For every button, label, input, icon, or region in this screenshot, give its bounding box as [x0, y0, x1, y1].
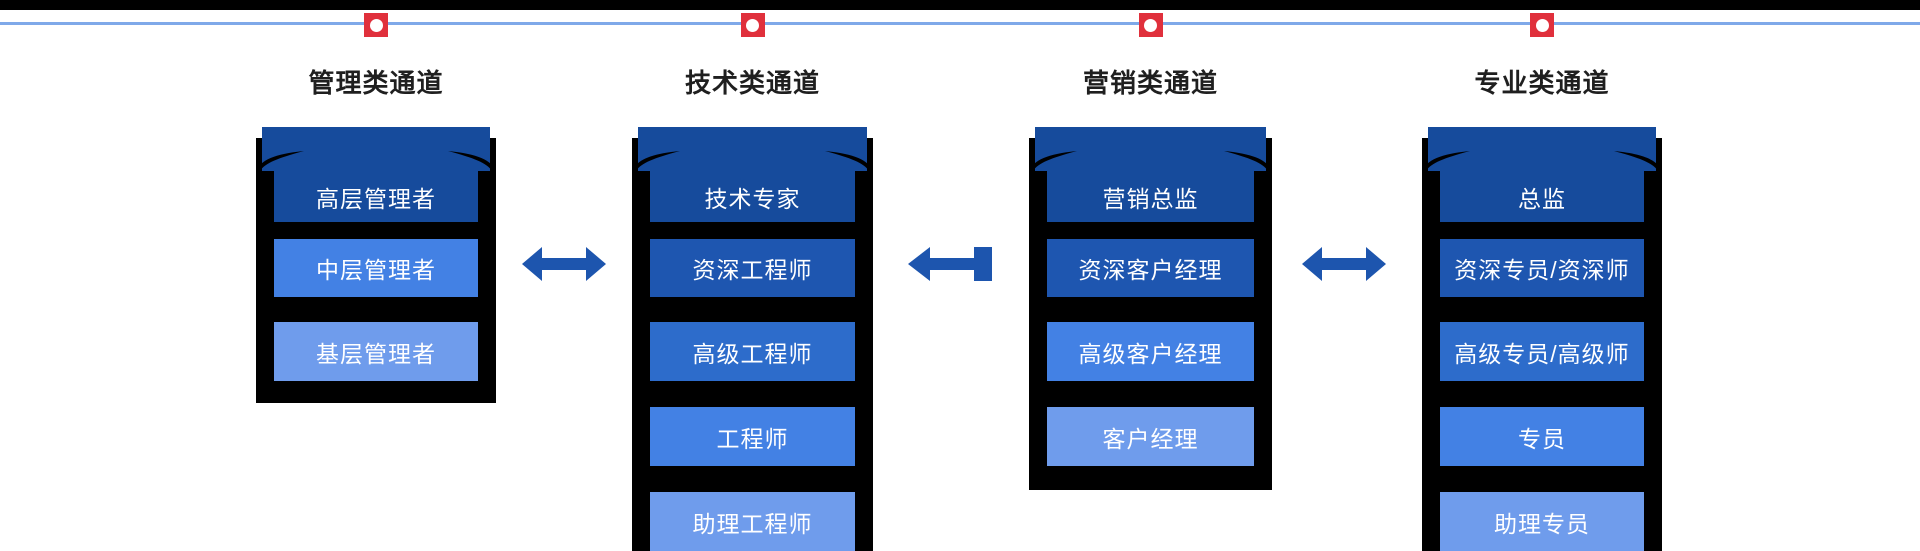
level-box-professional-1: 总监: [1440, 171, 1644, 222]
level-box-technical-3: 高级工程师: [650, 322, 855, 381]
career-channel-column-professional: 总监资深专员/资深师高级专员/高级师专员助理专员: [1422, 127, 1662, 551]
level-box-professional-2: 资深专员/资深师: [1440, 239, 1644, 297]
level-label: 资深工程师: [692, 257, 813, 283]
timeline-marker-dot-icon: [1535, 18, 1549, 32]
timeline-marker-dot-icon: [369, 18, 383, 32]
timeline-marker-dot-icon: [746, 18, 759, 32]
level-box-technical-2: 资深工程师: [650, 239, 855, 297]
timeline-marker-dot-icon: [1144, 18, 1157, 32]
career-channel-column-management: 高层管理者中层管理者基层管理者: [256, 127, 496, 403]
banner-swoosh-left-icon: [1422, 151, 1470, 171]
level-label: 资深客户经理: [1078, 257, 1223, 283]
level-label: 基层管理者: [316, 340, 436, 367]
level-box-marketing-3: 高级客户经理: [1047, 322, 1254, 381]
timeline-marker: [1138, 13, 1163, 37]
channel-banner: [262, 127, 490, 171]
level-label: 助理工程师: [692, 510, 813, 537]
career-channel-column-marketing: 营销总监资深客户经理高级客户经理客户经理: [1029, 127, 1272, 490]
level-label: 技术专家: [704, 185, 801, 212]
channel-title-technical: 技术类通道: [684, 68, 820, 98]
timeline-marker: [1530, 13, 1554, 37]
left-bar-arrow-icon: [908, 247, 992, 281]
level-box-marketing-2: 资深客户经理: [1047, 239, 1254, 297]
banner-swoosh-right-icon: [1614, 151, 1662, 171]
channel-title-professional: 专业类通道: [1474, 68, 1610, 98]
double-arrow-icon: [1302, 247, 1386, 281]
level-label: 工程师: [716, 425, 789, 452]
banner-swoosh-left-icon: [1029, 151, 1077, 171]
level-label: 总监: [1518, 185, 1566, 212]
level-box-marketing-4: 客户经理: [1047, 407, 1254, 466]
channel-title-marketing: 营销类通道: [1082, 68, 1218, 98]
level-label: 高级专员/高级师: [1454, 340, 1630, 367]
level-box-management-1: 高层管理者: [274, 171, 478, 222]
banner-swoosh-right-icon: [1224, 151, 1272, 171]
level-label: 客户经理: [1102, 425, 1199, 452]
level-label: 中层管理者: [316, 257, 436, 283]
channel-banner: [1428, 127, 1656, 171]
level-box-technical-4: 工程师: [650, 407, 855, 466]
level-label: 营销总监: [1102, 185, 1199, 212]
channel-banner: [638, 127, 867, 171]
banner-swoosh-left-icon: [256, 151, 304, 171]
level-label: 资深专员/资深师: [1454, 257, 1630, 283]
level-box-management-3: 基层管理者: [274, 322, 478, 381]
timeline-line: [0, 22, 1920, 25]
level-box-technical-5: 助理工程师: [650, 492, 855, 551]
level-label: 高层管理者: [316, 185, 436, 212]
level-box-professional-5: 助理专员: [1440, 492, 1644, 551]
level-label: 高级工程师: [692, 340, 813, 367]
level-label: 助理专员: [1494, 510, 1590, 537]
timeline-marker: [740, 13, 765, 37]
level-box-management-2: 中层管理者: [274, 239, 478, 297]
channel-title-management: 管理类通道: [308, 68, 444, 98]
level-label: 专员: [1518, 425, 1566, 452]
banner-swoosh-left-icon: [632, 151, 680, 171]
level-box-professional-3: 高级专员/高级师: [1440, 322, 1644, 381]
level-label: 高级客户经理: [1078, 340, 1223, 367]
level-box-professional-4: 专员: [1440, 407, 1644, 466]
banner-swoosh-right-icon: [825, 151, 873, 171]
level-box-technical-1: 技术专家: [650, 171, 855, 222]
timeline-marker: [364, 13, 388, 37]
banner-swoosh-right-icon: [448, 151, 496, 171]
double-arrow-icon: [522, 247, 606, 281]
top-black-bar: [0, 0, 1920, 10]
career-channel-column-technical: 技术专家资深工程师高级工程师工程师助理工程师: [632, 127, 873, 551]
level-box-marketing-1: 营销总监: [1047, 171, 1254, 222]
channel-banner: [1035, 127, 1266, 171]
